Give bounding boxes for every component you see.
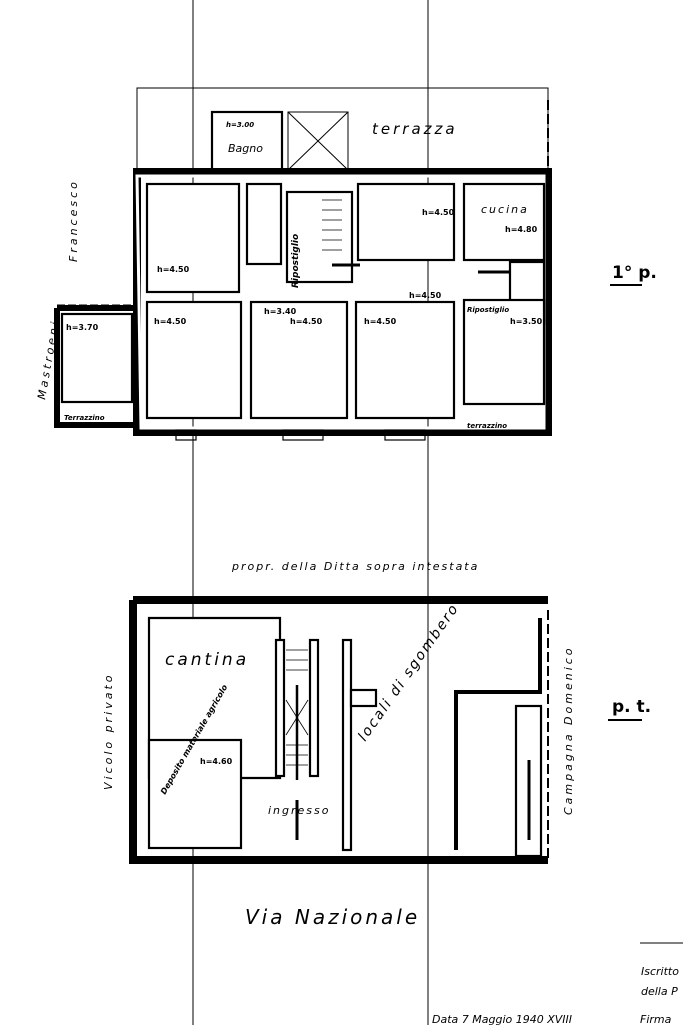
neighbor-label: Francesco (67, 179, 80, 262)
bathroom-label: Bagno (228, 142, 263, 155)
terrace-label: terrazza (372, 120, 458, 138)
room-height: h=4.50 (409, 291, 442, 300)
room-height: h=4.50 (157, 265, 190, 274)
deposit-height: h=4.60 (200, 757, 233, 766)
footer-line-2: della P (641, 985, 678, 998)
upper-floor-plan (54, 87, 552, 441)
room-height: h=3.40 (264, 307, 297, 316)
room-height: h=4.50 (422, 208, 455, 217)
small-terrace-label: Terrazzino (64, 414, 105, 422)
room-height: h=4.50 (290, 317, 323, 326)
street-label-left: Vicolo privato (102, 673, 115, 791)
kitchen-height: h=4.80 (505, 225, 538, 234)
stairwell (285, 190, 354, 284)
room-height: h=4.50 (154, 317, 187, 326)
neighbor-label-right: Campagna Domenico (562, 645, 575, 815)
footer-signature: Firma (640, 1013, 672, 1025)
ownership-note: propr. della Ditta sopra intestata (231, 560, 479, 573)
bathroom-walls (210, 110, 284, 172)
bathroom-height: h=3.00 (226, 121, 254, 129)
small-terrace-label: terrazzino (467, 422, 507, 430)
floor-label-ground: p. t. (612, 697, 651, 717)
footer-line-1: Iscritto (641, 965, 679, 978)
floor-label-first: 1° p. (612, 263, 657, 283)
footer-date: Data 7 Maggio 1940 XVIII (432, 1013, 572, 1025)
room-height: h=3.70 (66, 323, 99, 332)
deposit-room (147, 738, 243, 850)
room-height: h=3.50 (510, 317, 543, 326)
cellar-label: cantina (165, 650, 249, 670)
street-label: Via Nazionale (245, 905, 420, 929)
terrace-outline (136, 87, 549, 171)
entrance-label: ingresso (268, 804, 331, 817)
storage-label: Ripostiglio (467, 306, 509, 314)
kitchen-label: cucina (481, 203, 529, 216)
storage-rooms-label: locali di sgombero (355, 600, 462, 744)
ground-floor-plan (129, 596, 549, 864)
room-height: h=4.50 (364, 317, 397, 326)
storage-label: Ripostiglio (291, 234, 301, 288)
